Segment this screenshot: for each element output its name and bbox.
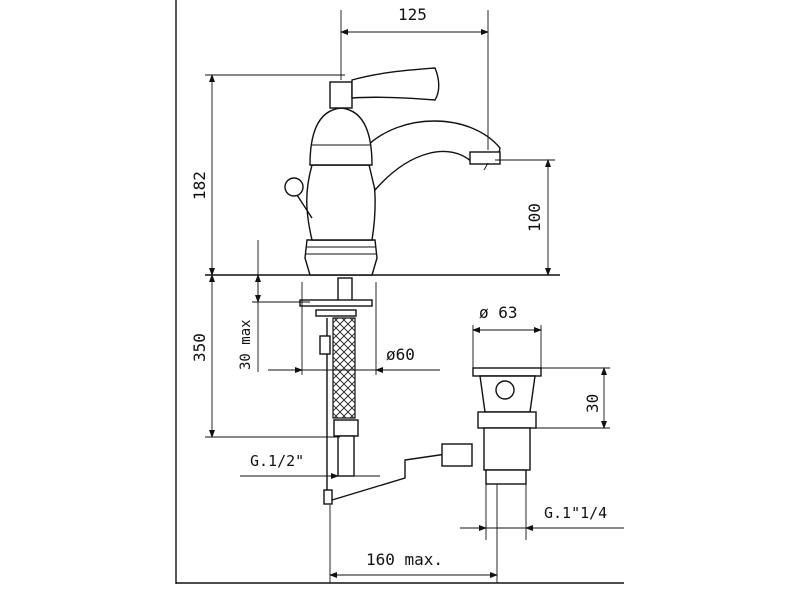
- waste-pivot: [441, 443, 473, 467]
- faucet-body: [284, 67, 501, 276]
- rod-end: [323, 489, 333, 505]
- fixing-stud: [337, 277, 353, 303]
- faucet-column: [306, 164, 376, 241]
- dim-waste-height: 30: [583, 394, 602, 413]
- dim-spout-reach: 125: [398, 5, 427, 24]
- under-deck-assembly: [299, 277, 461, 505]
- fixing-nut: [315, 309, 357, 317]
- waste-assembly: [441, 367, 542, 485]
- dim-rod-length: 160 max.: [366, 550, 443, 569]
- lever-handle: [351, 67, 440, 101]
- dim-waste-thread: G.1"1/4: [544, 504, 607, 522]
- waste-outlet: [485, 469, 527, 485]
- dim-deck-thickness: 30 max: [238, 319, 254, 370]
- waste-nut: [477, 411, 537, 429]
- handle-stem: [329, 81, 353, 109]
- waste-tail: [483, 427, 531, 471]
- hose-end: [337, 435, 355, 477]
- popup-knob: [284, 177, 304, 197]
- fixing-washer: [299, 299, 373, 307]
- hose-nut: [333, 419, 359, 437]
- dim-waste-diameter: ø 63: [479, 303, 518, 322]
- popup-rod-clamp: [319, 335, 331, 355]
- aerator: [469, 151, 501, 165]
- dim-hole-diameter: ø60: [386, 345, 415, 364]
- waste-flange: [472, 367, 542, 377]
- dim-total-height: 182: [190, 171, 209, 200]
- faucet-base: [304, 239, 378, 276]
- dim-below-deck: 350: [190, 333, 209, 362]
- flexible-hose: [332, 317, 356, 419]
- dim-inlet-thread: G.1/2": [250, 452, 304, 470]
- waste-plug: [495, 380, 515, 400]
- dim-spout-height: 100: [525, 203, 544, 232]
- pivot-rod: [331, 451, 461, 501]
- faucet-cap: [309, 107, 373, 166]
